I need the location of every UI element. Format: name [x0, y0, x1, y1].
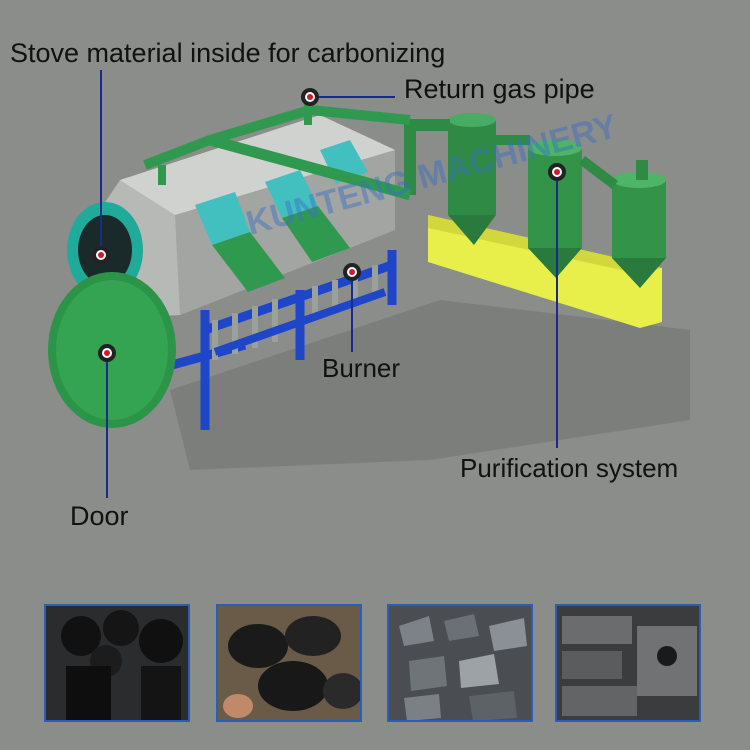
marker-burner [343, 263, 361, 281]
label-burner: Burner [322, 353, 401, 383]
thumbnail-charcoal-pieces [387, 604, 533, 722]
thumbnail-coconut-shell-charcoal [216, 604, 362, 722]
thumbnail-charcoal-briquettes [555, 604, 701, 722]
floor-shadow [170, 300, 690, 470]
label-door: Door [70, 501, 129, 531]
marker-door [98, 344, 116, 362]
label-stove-material: Stove material inside for carbonizing [10, 38, 446, 68]
purifier-cyclone-1 [448, 113, 496, 245]
thumbnail-charcoal-logs [44, 604, 190, 722]
marker-return-gas [301, 88, 319, 106]
purifier-cyclone-3 [612, 160, 666, 288]
marker-stove [92, 246, 110, 264]
carbonization-machine-illustration: KUNTENG MACHINERY [48, 70, 690, 498]
label-purification-system: Purification system [460, 453, 679, 483]
marker-purification [548, 163, 566, 181]
return-gas-pipe [143, 104, 411, 170]
pipe-to-cyclone [404, 119, 450, 195]
leader-lines [100, 70, 558, 498]
label-return-gas-pipe: Return gas pipe [404, 74, 595, 104]
purifier-tray [428, 215, 662, 328]
